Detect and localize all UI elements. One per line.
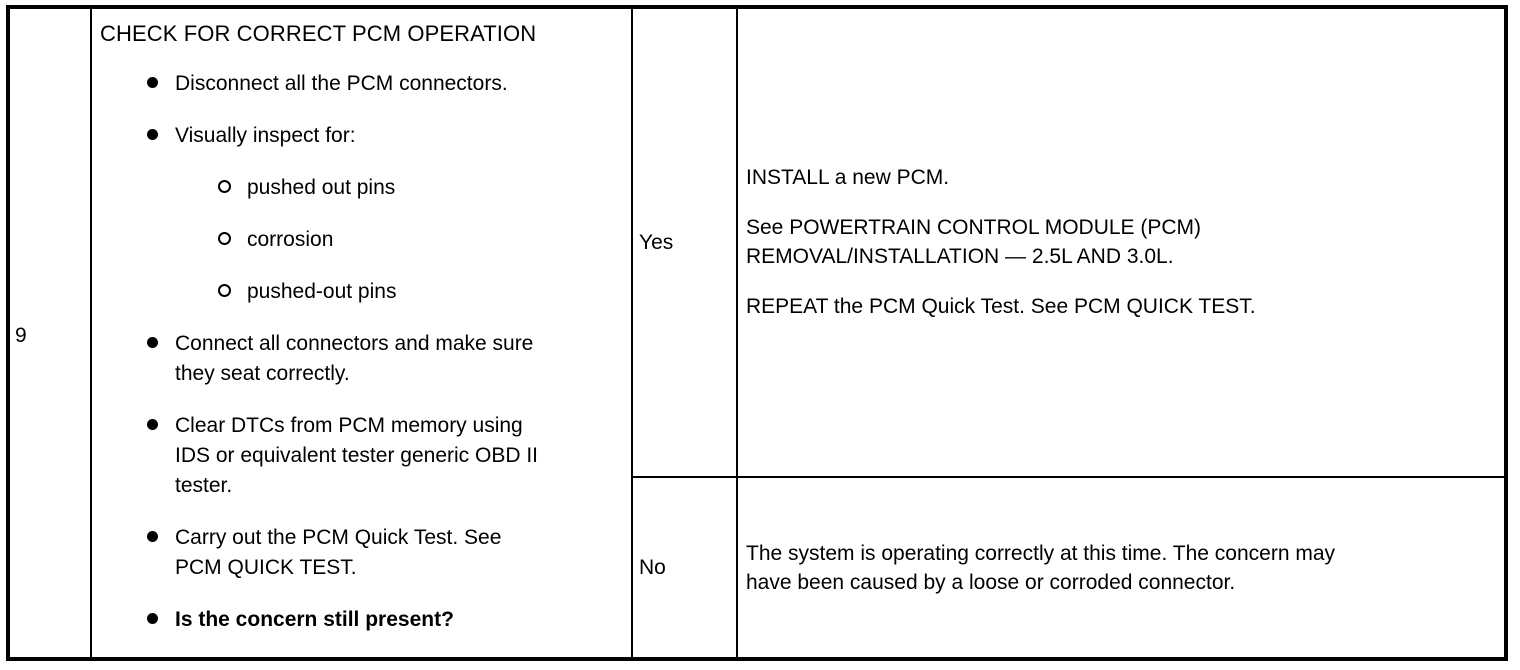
text-line: IDS or equivalent tester generic OBD II xyxy=(175,444,538,467)
action-to-take-paragraph: INSTALL a new PCM. xyxy=(746,163,1504,192)
action-bullet-text: Disconnect all the PCM connectors. xyxy=(175,69,623,99)
text-line: REPEAT the PCM Quick Test. See PCM QUICK… xyxy=(746,295,1256,318)
bullet-dot-shape xyxy=(147,76,158,88)
text-line: REMOVAL/INSTALLATION — 2.5L AND 3.0L. xyxy=(746,245,1174,268)
action-bullet-item: Disconnect all the PCM connectors. xyxy=(100,69,623,99)
text-line: Carry out the PCM Quick Test. See xyxy=(175,526,502,549)
diagnostic-step-table: 9 CHECK FOR CORRECT PCM OPERATION Discon… xyxy=(6,5,1508,661)
bullet-dot-shape xyxy=(147,418,158,430)
action-bullet-list: Disconnect all the PCM connectors. Visual… xyxy=(100,69,623,635)
text-line: Connect all connectors and make sure xyxy=(175,332,534,355)
action-bullet-item: Is the concern still present? xyxy=(100,605,623,635)
action-bullet-text: pushed-out pins xyxy=(247,277,623,307)
hollow-bullet-icon xyxy=(218,173,232,203)
action-bullet-item: pushed out pins xyxy=(100,173,623,203)
action-to-take-paragraph: REPEAT the PCM Quick Test. See PCM QUICK… xyxy=(746,292,1504,321)
filled-bullet-icon xyxy=(147,121,161,151)
action-bullet-text: Connect all connectors and make sure they… xyxy=(175,329,623,389)
action-bullet-text: Is the concern still present? xyxy=(175,605,623,635)
step-number-column: 9 xyxy=(10,9,92,657)
action-bullet-item: Visually inspect for: xyxy=(100,121,623,151)
action-title: CHECK FOR CORRECT PCM OPERATION xyxy=(100,21,537,46)
text-line: PCM QUICK TEST. xyxy=(175,556,357,579)
action-bullet-text: pushed out pins xyxy=(247,173,623,203)
filled-bullet-icon xyxy=(147,605,161,635)
result-column: Yes INSTALL a new PCM. See POWERTRAIN CON… xyxy=(633,9,1504,657)
filled-bullet-icon xyxy=(147,329,161,359)
bullet-dot-shape xyxy=(147,128,158,140)
filled-bullet-icon xyxy=(147,411,161,441)
hollow-bullet-icon xyxy=(218,225,232,255)
text-line: The system is operating correctly at thi… xyxy=(746,541,1336,565)
action-bullet-item: Connect all connectors and make sure they… xyxy=(100,329,623,389)
text-line: INSTALL a new PCM. xyxy=(746,166,950,189)
step-number: 9 xyxy=(15,324,27,347)
text-line: Disconnect all the PCM connectors. xyxy=(175,72,508,95)
action-column: CHECK FOR CORRECT PCM OPERATION Disconne… xyxy=(92,9,633,657)
hollow-bullet-icon xyxy=(218,277,232,307)
text-line: Visually inspect for: xyxy=(175,124,356,147)
action-to-take-yes: INSTALL a new PCM. See POWERTRAIN CONTROL… xyxy=(738,9,1504,476)
text-line: pushed-out pins xyxy=(247,280,397,303)
action-bullet-text: corrosion xyxy=(247,225,623,255)
text-line: pushed out pins xyxy=(247,176,396,199)
text-line: See POWERTRAIN CONTROL MODULE (PCM) xyxy=(746,216,1202,239)
action-bullet-item: corrosion xyxy=(100,225,623,255)
filled-bullet-icon xyxy=(147,69,161,99)
action-bullet-text: Visually inspect for: xyxy=(175,121,623,151)
result-row-yes: Yes INSTALL a new PCM. See POWERTRAIN CON… xyxy=(633,9,1504,478)
text-line: tester. xyxy=(175,474,233,497)
bullet-dot-shape xyxy=(147,530,158,542)
bullet-ring-shape xyxy=(218,231,231,245)
bullet-dot-shape xyxy=(147,336,158,348)
text-line: corrosion xyxy=(247,228,334,251)
action-to-take-paragraph: See POWERTRAIN CONTROL MODULE (PCM) REMOV… xyxy=(746,213,1504,271)
action-to-take-no: The system is operating correctly at thi… xyxy=(738,478,1504,657)
result-row-no: No The system is operating correctly at … xyxy=(633,478,1504,657)
text-line: Is the concern still present? xyxy=(175,608,454,631)
answer-label-no: No xyxy=(633,478,738,657)
filled-bullet-icon xyxy=(147,523,161,553)
bullet-ring-shape xyxy=(218,283,231,297)
action-bullet-item: pushed-out pins xyxy=(100,277,623,307)
text-line: Clear DTCs from PCM memory using xyxy=(175,414,523,437)
answer-label-yes: Yes xyxy=(633,9,738,476)
bullet-dot-shape xyxy=(147,612,158,624)
action-to-take-paragraph: The system is operating correctly at thi… xyxy=(746,539,1504,597)
text-line: have been caused by a loose or corroded … xyxy=(746,570,1236,594)
bullet-ring-shape xyxy=(218,179,231,193)
text-line: they seat correctly. xyxy=(175,362,350,385)
